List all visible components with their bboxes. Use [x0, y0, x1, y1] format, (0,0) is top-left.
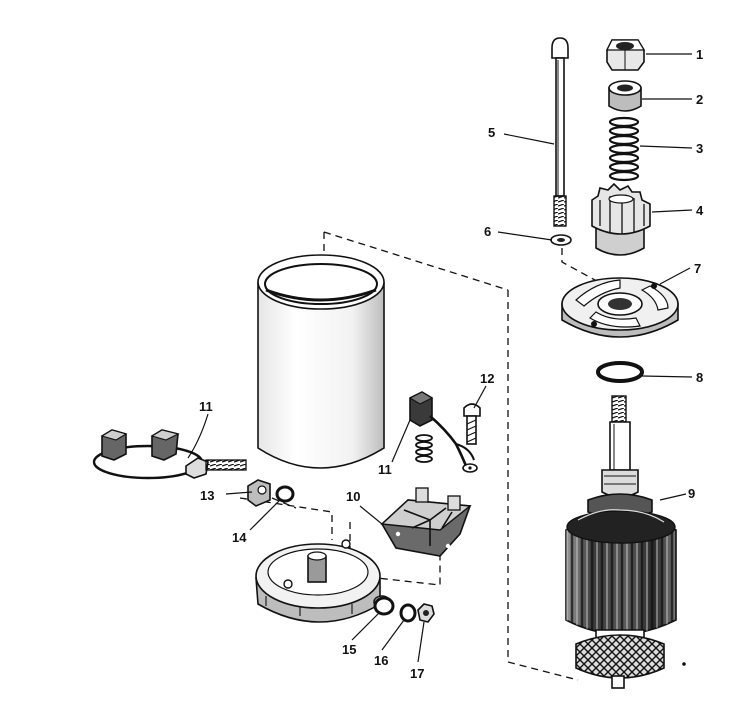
field-frame-shell [257, 254, 385, 469]
nut-part-17 [417, 603, 435, 623]
callout-11-center: 11 [378, 462, 392, 477]
callout-4: 4 [696, 203, 704, 218]
brush-holder-part-10 [380, 487, 472, 557]
spring-part-3 [608, 116, 640, 182]
washer-part-15 [373, 596, 395, 616]
callout-6: 6 [484, 224, 491, 239]
brush-loop-assembly-11 [92, 429, 247, 480]
commutator-end-head [255, 539, 391, 623]
terminal-clip-part-13 [247, 479, 271, 507]
callout-13: 13 [200, 488, 214, 503]
leader-lines [187, 53, 693, 663]
hex-nut-part-1 [606, 39, 646, 71]
callout-3: 3 [696, 141, 703, 156]
through-bolt-part-5 [551, 37, 569, 227]
callout-15: 15 [342, 642, 356, 657]
callout-12: 12 [480, 371, 494, 386]
thrust-washer-part-8 [596, 361, 644, 383]
armature-part-9 [565, 395, 677, 689]
stray-dot [682, 662, 686, 666]
callout-2: 2 [696, 92, 703, 107]
terminal-screw-part-12 [463, 403, 481, 445]
callout-10: 10 [346, 489, 360, 504]
washer-part-14 [275, 485, 295, 503]
brush-spring-assembly-11 [408, 391, 478, 473]
drive-end-head-part-7 [561, 277, 679, 338]
callout-16: 16 [374, 653, 388, 668]
callout-14: 14 [232, 530, 247, 545]
callout-7: 7 [694, 261, 701, 276]
stop-sleeve-part-2 [608, 80, 642, 112]
washer-part-6 [550, 234, 572, 246]
callout-labels: 1 2 3 4 5 6 7 8 9 10 11 11 12 13 14 15 1… [199, 47, 704, 681]
callout-5: 5 [488, 125, 495, 140]
callout-8: 8 [696, 370, 703, 385]
callout-17: 17 [410, 666, 424, 681]
pinion-gear-part-4 [591, 182, 651, 256]
washer-part-16 [399, 603, 417, 623]
callout-9: 9 [688, 486, 695, 501]
callout-11-left: 11 [199, 399, 213, 414]
callout-1: 1 [696, 47, 703, 62]
